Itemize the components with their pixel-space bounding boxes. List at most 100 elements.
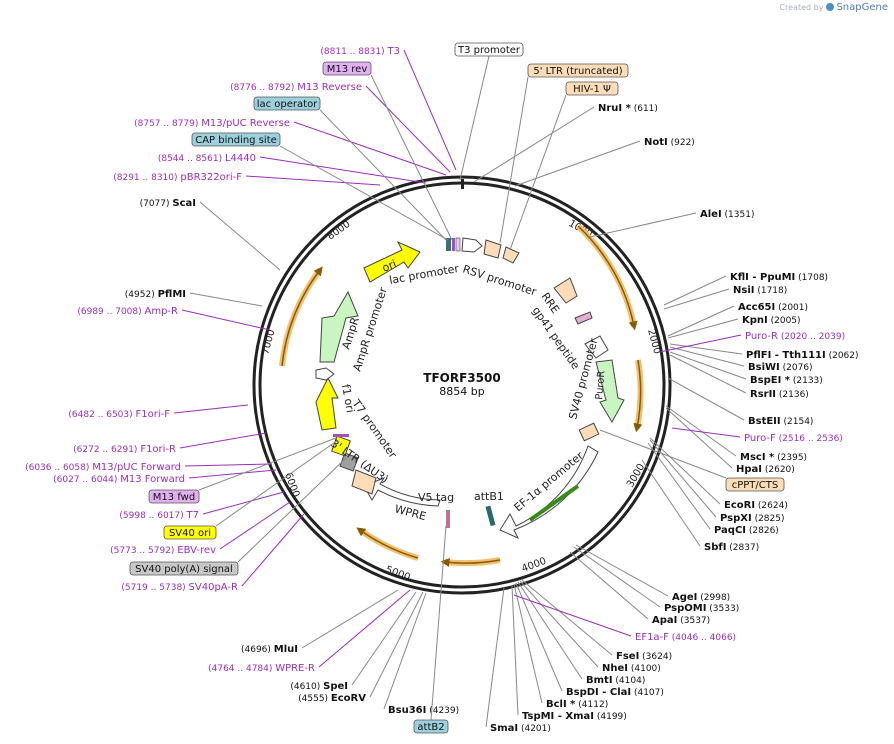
primer-label: (6272 .. 6291) F1ori-R bbox=[73, 444, 176, 455]
feature-box-label: attB2 bbox=[417, 722, 444, 733]
enzyme-label: NruI * (611) bbox=[598, 103, 658, 114]
ltr-3-feature bbox=[351, 469, 377, 495]
enzyme-label: RsrII (2136) bbox=[750, 389, 809, 400]
orf-arcs bbox=[279, 223, 644, 567]
lac-promoter-label: lac promoter bbox=[388, 262, 460, 287]
primer-label: (8776 .. 8792) M13 Reverse bbox=[230, 82, 362, 93]
callout-line bbox=[473, 106, 595, 183]
enzyme-label: PspOMI (3533) bbox=[664, 603, 739, 614]
snapgene-brand-text: SnapGene bbox=[836, 2, 888, 13]
callout-line bbox=[641, 459, 701, 547]
lac-promoter-feature bbox=[461, 237, 483, 253]
t7-promoter-feature bbox=[333, 434, 349, 437]
enzyme-label: KpnI (2005) bbox=[742, 315, 801, 326]
callout-line bbox=[499, 76, 529, 244]
primer-label: (5998 .. 6017) T7 bbox=[119, 510, 199, 521]
enzyme-label: PflFI - Tth111I (2062) bbox=[746, 350, 859, 361]
enzyme-label: BstEII (2154) bbox=[748, 416, 813, 427]
callout-line bbox=[215, 439, 339, 527]
feature-box-label: M13 rev bbox=[327, 64, 368, 75]
v5-tag-label: V5 tag bbox=[418, 491, 454, 504]
callout-line bbox=[369, 591, 424, 698]
f1-ori-label: f1 ori bbox=[339, 383, 357, 414]
callout-line bbox=[649, 437, 721, 505]
enzyme-label: AleI (1351) bbox=[700, 209, 754, 220]
callout-line bbox=[519, 580, 599, 668]
gp41-peptide-feature bbox=[574, 311, 593, 325]
ori-feature bbox=[363, 240, 421, 283]
callout-line bbox=[383, 592, 427, 710]
callout-line bbox=[649, 439, 717, 518]
wpre-label: WPRE bbox=[393, 502, 427, 523]
enzyme-label: NotI (922) bbox=[644, 137, 695, 148]
ef1a-green-arrow bbox=[528, 484, 580, 522]
feature-box-label: M13 fwd bbox=[153, 492, 195, 503]
primer-label: EF1a-F (4046 .. 4066) bbox=[635, 632, 736, 643]
callout-line bbox=[665, 407, 733, 469]
features bbox=[315, 237, 625, 540]
callout-line bbox=[188, 469, 277, 479]
callout-line bbox=[259, 156, 427, 184]
callout-line bbox=[667, 377, 745, 421]
lac-operator-feature bbox=[446, 238, 451, 251]
callout-line bbox=[319, 109, 447, 241]
feature-box bbox=[527, 63, 629, 78]
primer-label: (6027 .. 6044) M13 Forward bbox=[53, 474, 185, 485]
rre-feature bbox=[553, 277, 578, 304]
callout-line bbox=[509, 94, 567, 251]
enzyme-label: FseI (3624) bbox=[616, 651, 672, 662]
ampr-promoter-feature bbox=[315, 367, 335, 381]
primer-label: (8757 .. 8779) M13/pUC Reverse bbox=[134, 118, 290, 129]
callout-line bbox=[669, 346, 745, 367]
feature-box bbox=[253, 96, 321, 111]
callout-line bbox=[179, 432, 267, 449]
callout-line bbox=[237, 457, 347, 563]
enzyme-label: MscI * (2395) bbox=[740, 452, 807, 463]
primer-label: (8544 .. 8561) L4440 bbox=[158, 153, 256, 164]
feature-box-label: SV40 ori bbox=[169, 528, 211, 539]
tick-label-2000: 2000 bbox=[645, 328, 662, 355]
puror-feature bbox=[595, 359, 625, 424]
callout-line bbox=[669, 343, 743, 355]
enzyme-label: Acc65I (2001) bbox=[738, 302, 808, 313]
callout-line bbox=[219, 501, 291, 550]
callout-line bbox=[573, 546, 661, 608]
callout-line bbox=[569, 551, 649, 620]
enzyme-label: (4555) EcoRV bbox=[298, 693, 366, 704]
primer-label: (6482 .. 6503) F1ori-F bbox=[68, 409, 170, 420]
enzyme-label: ApaI (3537) bbox=[652, 615, 710, 626]
callout-line bbox=[517, 581, 583, 680]
callout-line bbox=[301, 589, 399, 649]
feature-box-label: 5' LTR (truncated) bbox=[533, 66, 622, 77]
orf-arc-4-core bbox=[356, 527, 419, 559]
callout-line bbox=[515, 582, 563, 692]
feature-box-label: T3 promoter bbox=[457, 45, 521, 56]
enzyme-label: HpaI (2620) bbox=[736, 464, 795, 475]
orf-arc-3-core bbox=[440, 558, 501, 567]
orf-arc-1 bbox=[575, 223, 637, 327]
primer-label: (5773 .. 5792) EBV-rev bbox=[110, 545, 216, 556]
feature-box bbox=[565, 81, 619, 96]
tick-label-8000: 8000 bbox=[325, 219, 352, 243]
f1-ori-feature bbox=[315, 376, 339, 431]
rsv-promoter-feature bbox=[483, 239, 502, 259]
feature-box bbox=[191, 132, 281, 147]
callout-line bbox=[575, 544, 669, 597]
puror-label: PuroR bbox=[594, 370, 608, 400]
callout-line bbox=[669, 351, 747, 380]
feature-box-label: CAP binding site bbox=[195, 135, 277, 146]
callout-line bbox=[318, 589, 411, 668]
cppt-feature bbox=[578, 422, 600, 442]
enzyme-label: PaqCI (2826) bbox=[714, 525, 779, 536]
primer-label: (5719 .. 5738) SV40pA-R bbox=[121, 582, 238, 593]
ltr-truncated-feature bbox=[502, 246, 520, 264]
primer-label: Puro-F (2516 .. 2536) bbox=[744, 433, 843, 444]
callout-line bbox=[667, 318, 739, 339]
feature-box bbox=[163, 525, 217, 540]
feature-box-label: SV40 poly(A) signal bbox=[135, 564, 233, 575]
enzyme-label: (4952) PflMI bbox=[125, 289, 186, 300]
enzyme-label: (4610) SpeI bbox=[290, 681, 348, 692]
primer-label: Puro-R (2020 .. 2039) bbox=[745, 331, 845, 342]
